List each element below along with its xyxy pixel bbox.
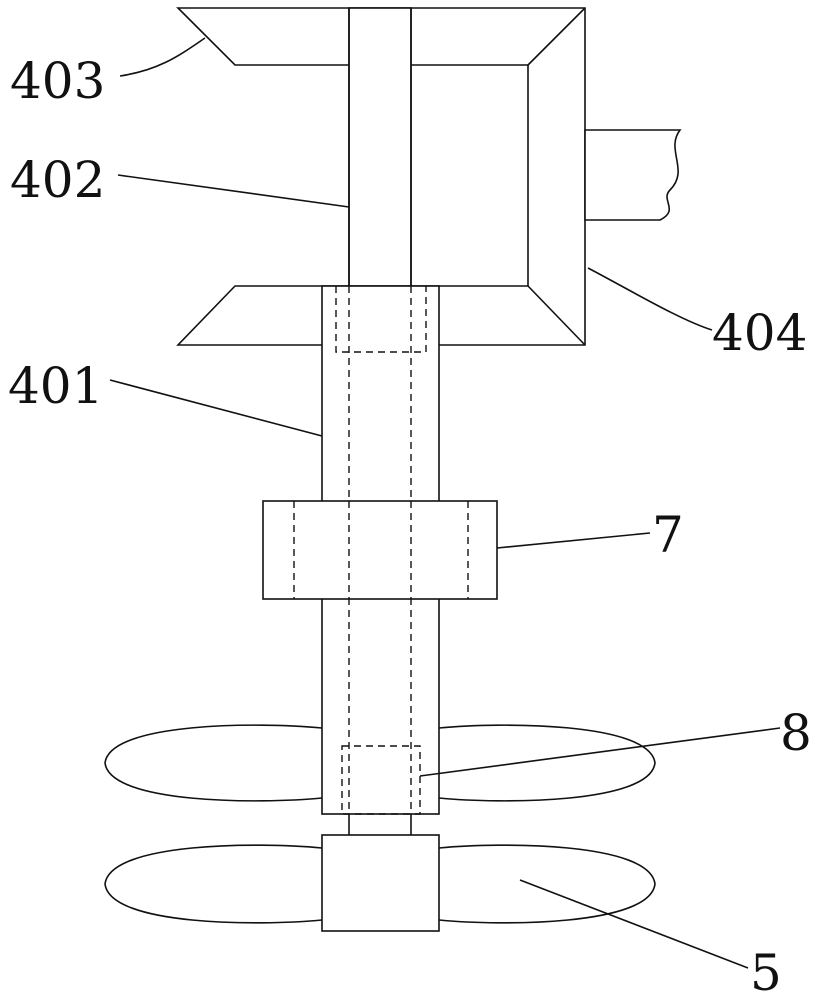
- label-402: 402: [10, 151, 105, 209]
- label-8: 8: [780, 704, 812, 762]
- collar-7: [262, 500, 498, 600]
- lower-hub: [321, 814, 440, 932]
- label-403: 403: [10, 52, 105, 110]
- lower-blades-5: [104, 844, 656, 924]
- label-5: 5: [750, 944, 782, 1000]
- upper-blades: [104, 724, 656, 802]
- upper-shaft-402: [348, 7, 412, 287]
- label-7: 7: [652, 506, 684, 564]
- leader-lines: [109, 37, 781, 969]
- label-401: 401: [8, 357, 103, 415]
- inner-part-8: [341, 745, 421, 815]
- label-404: 404: [712, 304, 807, 362]
- gear-housing-404: [176, 7, 682, 346]
